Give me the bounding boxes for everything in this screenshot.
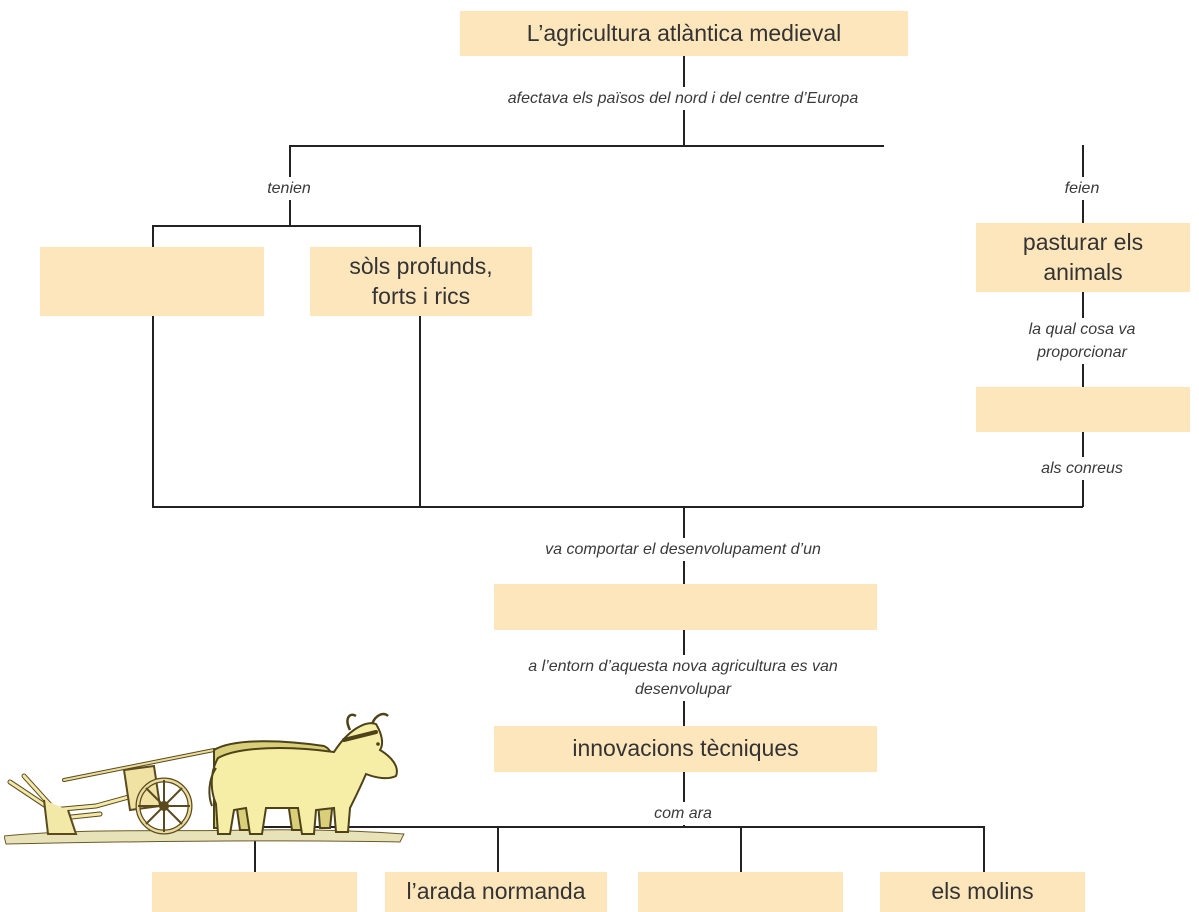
link-label-did: feien — [1042, 177, 1122, 201]
link-label-led-to: va comportar el desenvolupament d’un — [478, 538, 888, 562]
connector — [683, 772, 685, 827]
link-label-affected: afectava els països del nord i del centr… — [433, 87, 933, 111]
soils-box: sòls profunds, forts i rics — [310, 247, 532, 316]
oxen-plough-illustration — [4, 712, 405, 845]
blank-box-innovation-3[interactable] — [638, 872, 843, 912]
link-label-around: a l’entorn d’aquesta nova agricultura es… — [498, 655, 868, 702]
innovations-box: innovacions tècniques — [494, 726, 877, 772]
link-label-such-as: com ara — [638, 802, 728, 826]
blank-box-had[interactable] — [40, 247, 264, 316]
link-label-had: tenien — [244, 177, 334, 201]
connector — [419, 225, 421, 507]
connector — [983, 826, 985, 872]
grazing-box: pasturar els animals — [976, 223, 1190, 292]
link-label-to-crops: als conreus — [1022, 457, 1142, 481]
title-box: L’agricultura atlàntica medieval — [460, 11, 908, 56]
blank-box-provided[interactable] — [976, 387, 1190, 432]
connector — [740, 826, 742, 872]
connector — [497, 826, 499, 872]
mills-box: els molins — [880, 872, 1085, 912]
blank-box-developed[interactable] — [494, 584, 877, 630]
connector — [254, 826, 256, 872]
connector — [254, 826, 984, 828]
connector — [152, 506, 1083, 508]
link-label-which-provided: la qual cosa va proporcionar — [1010, 318, 1154, 365]
connector — [152, 225, 154, 507]
connector — [289, 145, 884, 147]
blank-box-innovation-1[interactable] — [152, 872, 357, 912]
connector — [152, 225, 420, 227]
plough-box: l’arada normanda — [385, 872, 607, 912]
